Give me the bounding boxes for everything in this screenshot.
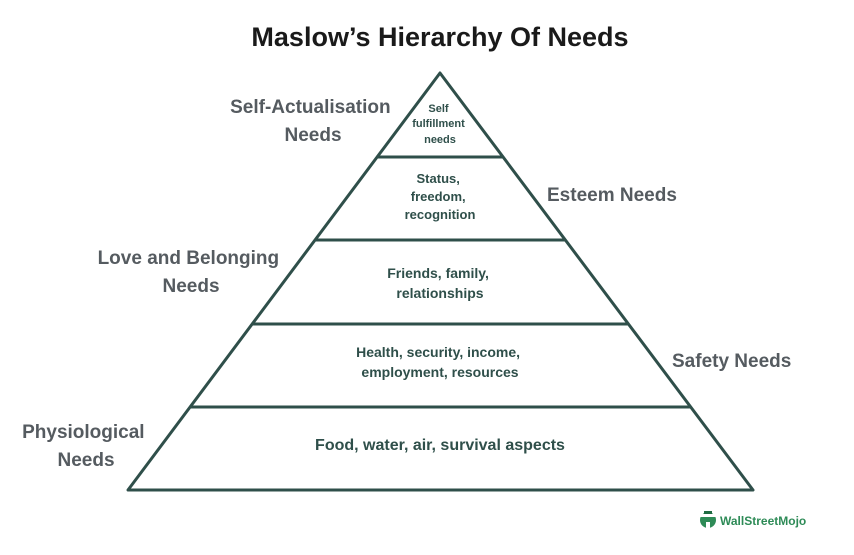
- description-line: Self: [428, 103, 449, 115]
- level-name: Self-Actualisation Needs: [230, 97, 396, 146]
- diagram-title: Maslow’s Hierarchy Of Needs: [251, 22, 628, 52]
- description-line: Food, water, air, survival aspects: [315, 437, 565, 454]
- name-line: Physiological: [22, 422, 144, 443]
- level-description: Status, freedom, recognition: [405, 171, 476, 222]
- level-name: Love and Belonging Needs: [98, 248, 285, 297]
- name-line: Needs: [57, 450, 114, 471]
- level-name: Physiological Needs: [22, 422, 150, 471]
- level-description: Health, security, income, employment, re…: [356, 344, 524, 380]
- level-esteem: Status, freedom, recognition Esteem Need…: [405, 171, 677, 222]
- description-line: needs: [424, 134, 456, 146]
- name-line: Esteem Needs: [547, 185, 677, 206]
- name-line: Needs: [162, 276, 219, 297]
- level-name: Safety Needs: [672, 351, 791, 372]
- pyramid-outline: [126, 71, 755, 492]
- level-description: Self fulfillment needs: [412, 103, 468, 146]
- wallstreetmojo-logo-icon: [700, 511, 716, 528]
- description-line: fulfillment: [412, 118, 465, 130]
- level-safety: Health, security, income, employment, re…: [356, 344, 791, 380]
- level-physiological: Food, water, air, survival aspects Physi…: [22, 422, 565, 471]
- description-line: relationships: [396, 285, 483, 301]
- level-description: Food, water, air, survival aspects: [315, 437, 565, 454]
- level-name: Esteem Needs: [547, 185, 677, 206]
- name-line: Safety Needs: [672, 351, 791, 372]
- description-line: Health, security, income,: [356, 344, 520, 360]
- description-line: Status,: [417, 171, 460, 186]
- level-self-actualisation: Self fulfillment needs Self-Actualisatio…: [230, 97, 468, 146]
- name-line: Self-Actualisation: [230, 97, 390, 118]
- description-line: recognition: [405, 207, 476, 222]
- name-line: Love and Belonging: [98, 248, 280, 269]
- name-line: Needs: [284, 125, 341, 146]
- level-description: Friends, family, relationships: [387, 265, 493, 301]
- level-love-belonging: Friends, family, relationships Love and …: [98, 248, 493, 301]
- brand-name: WallStreetMojo: [720, 514, 806, 528]
- description-line: Friends, family,: [387, 265, 489, 281]
- description-line: freedom,: [411, 189, 466, 204]
- description-line: employment, resources: [361, 364, 518, 380]
